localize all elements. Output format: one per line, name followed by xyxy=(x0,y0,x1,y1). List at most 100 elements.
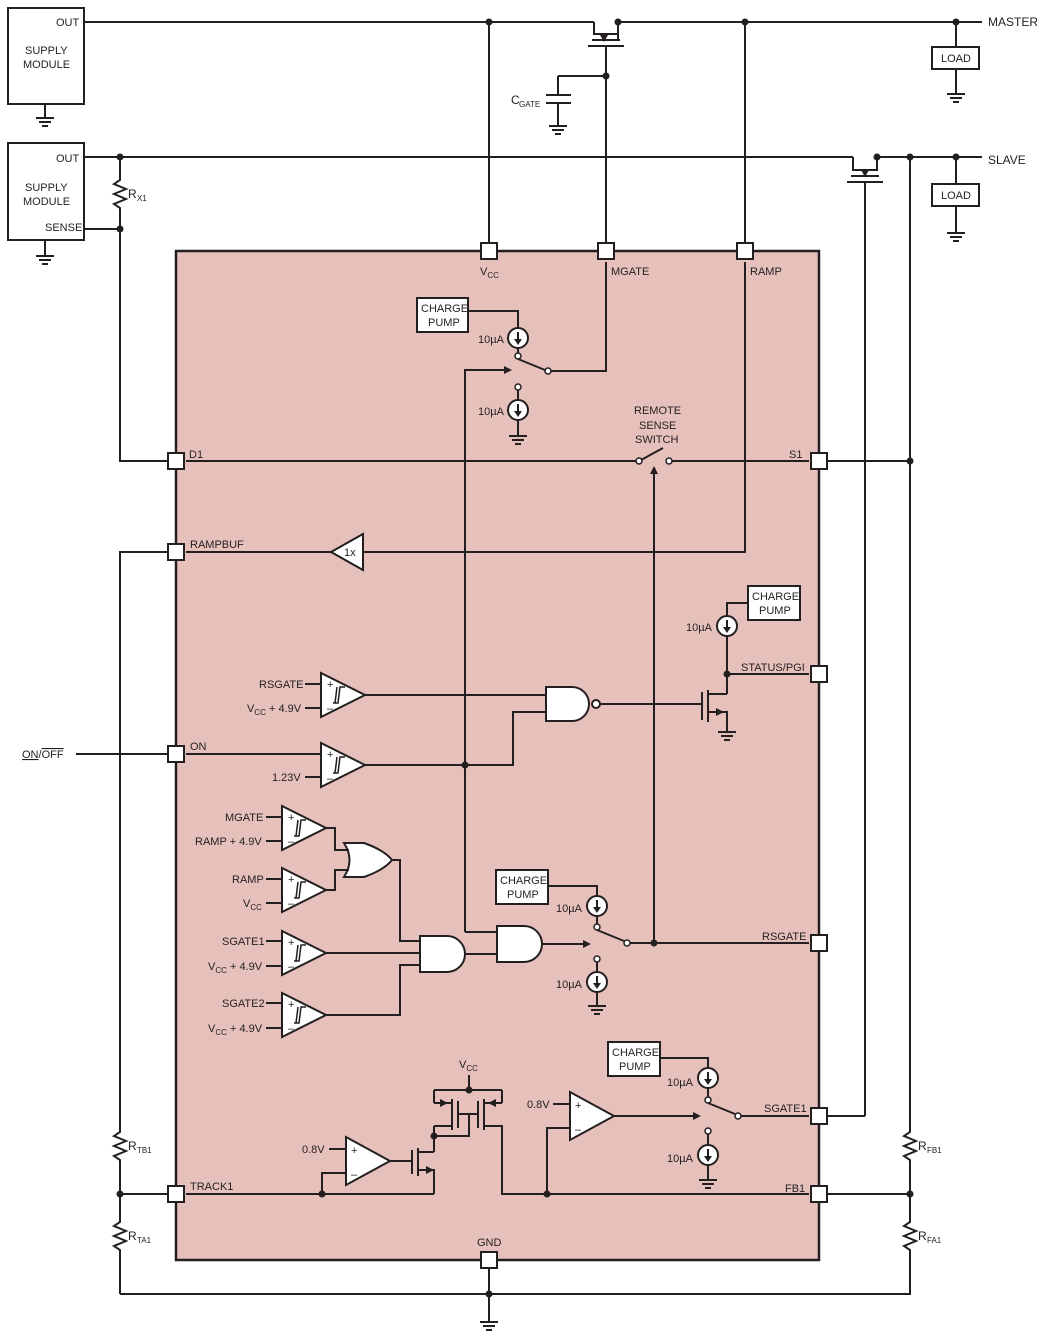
cmp1-in1: RSGATE xyxy=(259,679,303,691)
label-cgate-sub: GATE xyxy=(519,100,540,109)
cmp4-vcc-sub: CC xyxy=(250,903,262,912)
pin-gnd-label: GND xyxy=(477,1237,502,1249)
svg-text:VCC: VCC xyxy=(243,898,262,912)
pin-on: ON xyxy=(167,741,207,763)
pin-sgate1: SGATE1 xyxy=(764,1103,828,1125)
cmp4-vcc: V xyxy=(243,898,251,910)
pin-s1: S1 xyxy=(789,449,828,470)
label-master: MASTER xyxy=(988,15,1037,29)
pin-mgate: MGATE xyxy=(597,242,649,278)
cmp2-plus: + xyxy=(327,749,333,761)
label-rfa1: R xyxy=(918,1229,927,1243)
pin-sgate1-label: SGATE1 xyxy=(764,1103,807,1115)
and-status xyxy=(545,686,702,722)
label-cgate: C xyxy=(511,93,520,107)
pin-track1: TRACK1 xyxy=(167,1181,233,1203)
pin-rampbuf-label: RAMPBUF xyxy=(190,539,244,551)
rfb-network: R FB1 R FA1 xyxy=(120,157,942,1295)
and-rsgate xyxy=(465,925,591,963)
ta-ref: 0.8V xyxy=(302,1144,325,1156)
cmp6-vcc: V xyxy=(208,1023,216,1035)
load-master: LOAD xyxy=(941,53,971,65)
rsgate-charge-pump: CHARGE PUMP 10µA 10µA xyxy=(495,869,809,1015)
pin-fb1-label: FB1 xyxy=(785,1183,805,1195)
pin-fb1: FB1 xyxy=(785,1183,828,1203)
mirror-vcc-sub: CC xyxy=(466,1064,478,1073)
i10-6: 10µA xyxy=(667,1077,694,1089)
label-rfb1-sub: FB1 xyxy=(927,1146,942,1155)
pin-ramp-label: RAMP xyxy=(750,266,782,278)
cmp1-plus: + xyxy=(327,679,333,691)
cmp6-vcc-plus: + 4.9V xyxy=(227,1023,263,1035)
i10-3: 10µA xyxy=(686,622,713,634)
cmp4-plus: + xyxy=(288,874,294,886)
cmp5-minus: – xyxy=(288,961,295,973)
master-rail: MASTER C GATE LOAD xyxy=(84,15,1037,251)
cmp-ramp: + – RAMP VCC xyxy=(232,867,327,913)
remote-sense-switch: REMOTE SENSE SWITCH xyxy=(186,405,809,943)
buffer-label: 1x xyxy=(344,547,356,559)
slave-rail: SLAVE LOAD xyxy=(84,153,1026,1117)
svg-text:ON/OFF: ON/OFF xyxy=(22,749,64,761)
pin-vcc-sub: CC xyxy=(487,271,499,280)
cmp5-vcc: V xyxy=(208,961,216,973)
svg-text:VCC: VCC xyxy=(459,1059,478,1073)
cmp6-vcc-sub: CC xyxy=(215,1028,227,1037)
cp2-l1: CHARGE xyxy=(752,591,799,603)
cmp1-vcc-plus: + 4.9V xyxy=(266,703,302,715)
i10-5: 10µA xyxy=(556,979,583,991)
module-bottom-line2: MODULE xyxy=(23,196,70,208)
label-rfb1: R xyxy=(918,1139,927,1153)
i10-4: 10µA xyxy=(556,903,583,915)
cmp5-in1: SGATE1 xyxy=(222,936,265,948)
load-slave: LOAD xyxy=(941,190,971,202)
cmp3-plus: + xyxy=(288,812,294,824)
svg-text:VCC: VCC xyxy=(480,266,499,280)
supply-module-top: OUT SUPPLY MODULE xyxy=(7,7,85,127)
pin-rsgate-label: RSGATE xyxy=(762,931,806,943)
cmp3-minus: – xyxy=(288,836,295,848)
cmp3-in2: RAMP + 4.9V xyxy=(195,836,262,848)
cmp4-in1: RAMP xyxy=(232,874,264,886)
cmp1-minus: – xyxy=(327,703,334,715)
pin-vcc: VCC xyxy=(480,242,499,280)
rtb-network: R TB1 R TA1 xyxy=(111,551,176,1294)
svg-text:VCC + 4.9V: VCC + 4.9V xyxy=(208,1023,263,1037)
label-rx1: R xyxy=(128,187,137,201)
cmp-mgate: + – MGATE RAMP + 4.9V xyxy=(195,805,327,851)
tracking-mirror: VCC + – 0.8V xyxy=(186,1059,503,1198)
pin-rampbuf: RAMPBUF xyxy=(167,539,244,561)
label-rtb1: R xyxy=(128,1139,137,1153)
cmp5-plus: + xyxy=(288,937,294,949)
and-3in xyxy=(419,935,497,973)
module-top-line2: MODULE xyxy=(23,59,70,71)
svg-text:VCC + 4.9V: VCC + 4.9V xyxy=(247,703,302,717)
remote-l1: REMOTE xyxy=(634,405,681,417)
ta-plus: + xyxy=(351,1145,357,1157)
module-bottom-sense: SENSE xyxy=(45,222,82,234)
pin-gnd: GND xyxy=(477,1237,502,1269)
cp2-l2: PUMP xyxy=(759,605,791,617)
cmp-rsgate: + – RSGATE VCC + 4.9V xyxy=(247,672,546,718)
cp1-l1: CHARGE xyxy=(421,303,468,315)
cmp-sgate2: + – SGATE2 VCC + 4.9V xyxy=(208,964,420,1038)
cmp2-minus: – xyxy=(327,773,334,785)
mgate-charge-pump: CHARGE PUMP 10µA 10µA xyxy=(416,262,607,932)
pin-vcc-label: V xyxy=(480,266,488,278)
cmp6-in1: SGATE2 xyxy=(222,998,265,1010)
cp4-l2: PUMP xyxy=(619,1061,651,1073)
pin-d1: D1 xyxy=(167,449,203,470)
pin-on-label: ON xyxy=(190,741,207,753)
ea-minus: – xyxy=(575,1124,582,1136)
pin-d1-label: D1 xyxy=(189,449,203,461)
ea-plus: + xyxy=(575,1100,581,1112)
pin-ramp: RAMP xyxy=(736,242,782,278)
cmp-sgate1: + – SGATE1 VCC + 4.9V xyxy=(208,930,420,976)
onoff-off: OFF xyxy=(42,749,64,761)
pin-rsgate: RSGATE xyxy=(762,931,828,952)
onoff-slash: / xyxy=(39,749,43,761)
rampbuf-buffer: 1x xyxy=(186,262,746,572)
cmp3-in1: MGATE xyxy=(225,812,263,824)
module-top-line1: SUPPLY xyxy=(25,45,68,57)
remote-l2: SENSE xyxy=(639,420,676,432)
